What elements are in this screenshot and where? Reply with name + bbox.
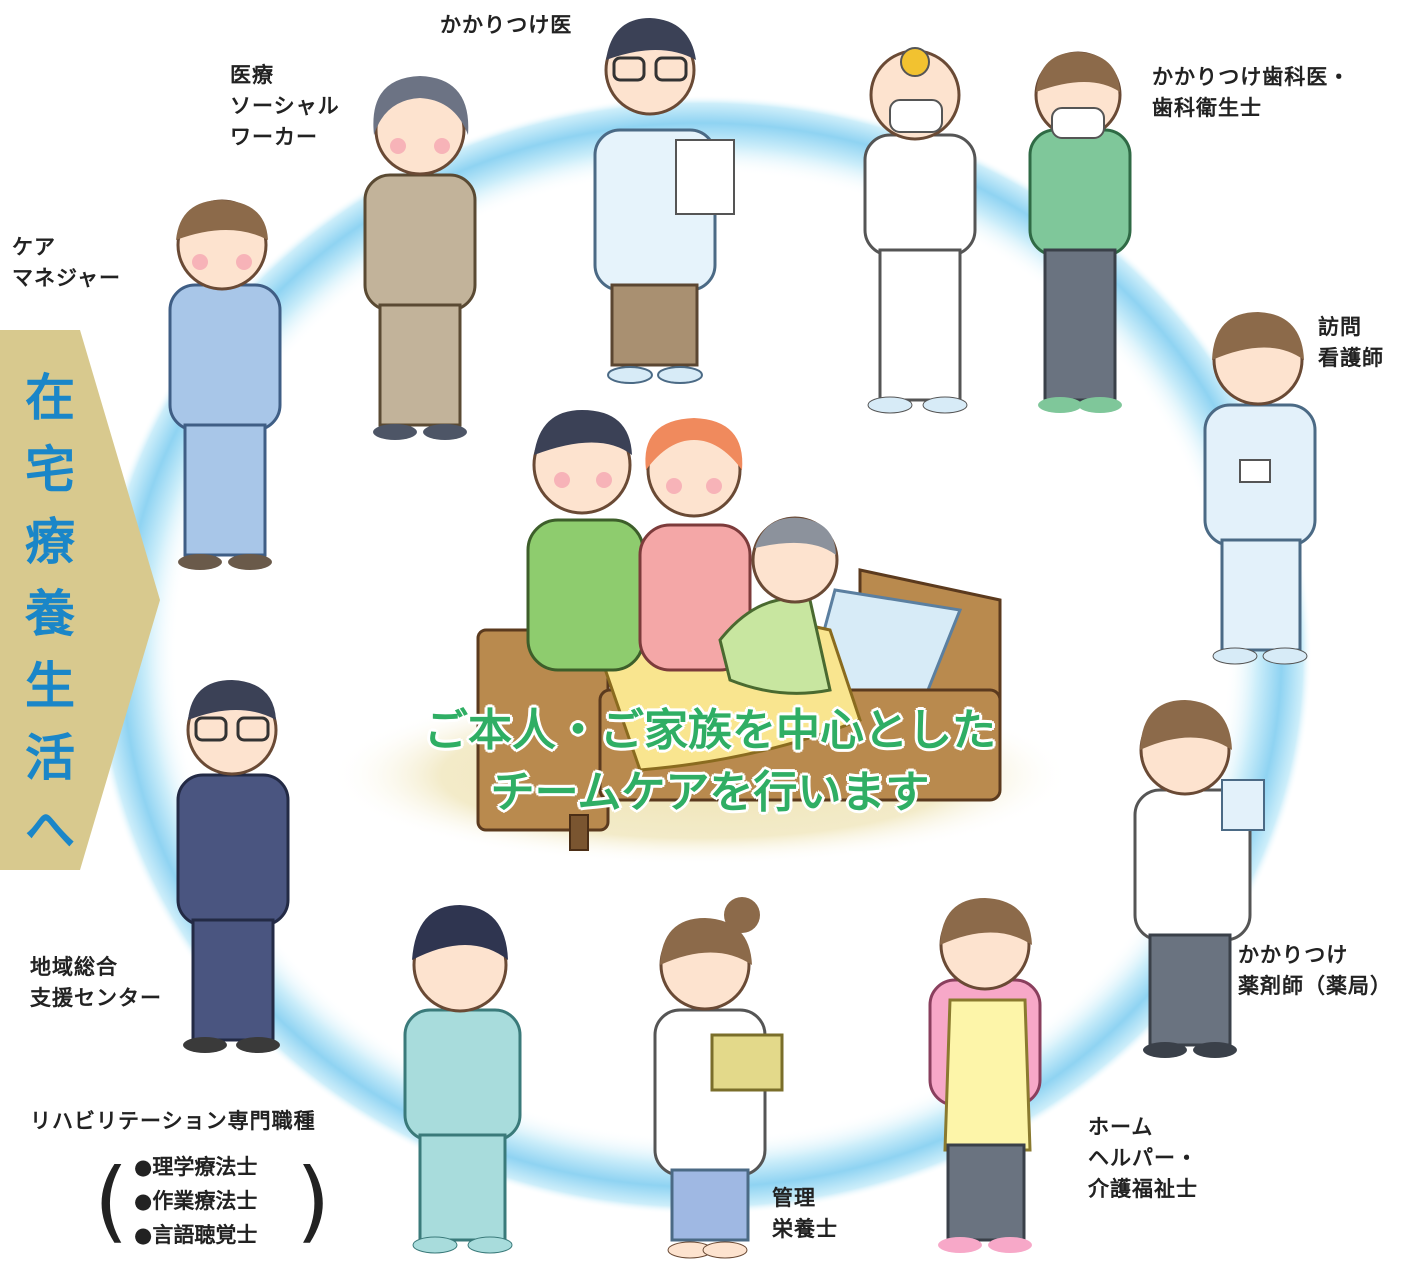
label-dentist: かかりつけ歯科医・ 歯科衛生士 (1152, 62, 1350, 124)
label-line: 医療 (230, 63, 274, 87)
label-line: 歯科衛生士 (1152, 96, 1262, 120)
banner-char: 療 (25, 513, 75, 571)
banner-char: 生 (25, 657, 75, 715)
center-message-line2: チームケアを行います (490, 767, 930, 818)
label-line: 看護師 (1318, 346, 1384, 370)
label-line: かかりつけ (1238, 943, 1349, 967)
label-line: ヘルパー・ (1088, 1146, 1198, 1170)
rehab-item: ●言語聴覚士 (134, 1223, 258, 1247)
label-dietitian: 管理 栄養士 (772, 1183, 838, 1245)
label-line: 地域総合 (30, 955, 118, 979)
banner-arrow (0, 330, 160, 870)
label-line: マネジャー (12, 266, 121, 290)
figure-dietitian (653, 897, 784, 1259)
label-line: 支援センター (30, 986, 162, 1010)
figure-dentist (863, 47, 977, 414)
label-line: ワーカー (230, 125, 318, 149)
label-line: かかりつけ歯科医・ (1152, 65, 1351, 89)
family-daughter (638, 418, 752, 672)
family-son (526, 410, 645, 672)
figure-social-worker (363, 76, 477, 440)
label-family-doctor: かかりつけ医 (440, 10, 572, 41)
label-line: 管理 (772, 1186, 816, 1210)
center-message-line1: ご本人・ご家族を中心とした (424, 705, 996, 756)
label-line: ソーシャル (230, 94, 340, 118)
patient (718, 516, 839, 695)
bed (168, 18, 1317, 1259)
right-paren: ) (296, 1149, 331, 1252)
label-line: ホーム (1088, 1115, 1154, 1139)
banner-char: 活 (25, 729, 75, 787)
figure-community-center-staff (176, 680, 290, 1053)
banner-char: 在 (25, 369, 75, 427)
rehab-item: ●理学療法士 (134, 1155, 258, 1179)
figure-dental-hygienist (1028, 51, 1132, 413)
label-line: 栄養士 (772, 1217, 838, 1241)
left-paren: ( (94, 1149, 129, 1252)
label-line: 訪問 (1318, 315, 1362, 339)
banner-char: 宅 (25, 441, 75, 499)
rehab-items: ●理学療法士 ●作業療法士 ●言語聴覚士 (134, 1150, 257, 1252)
banner-char: へ (25, 801, 75, 859)
figure-family-doctor (593, 18, 735, 384)
label-community-center: 地域総合 支援センター (30, 952, 162, 1014)
label-line: かかりつけ医 (440, 13, 573, 37)
center-message: ご本人・ご家族を中心とした チームケアを行います (330, 700, 1090, 824)
figure-visiting-nurse (1203, 312, 1317, 665)
figure-care-manager (168, 199, 282, 570)
rehab-item: ●作業療法士 (134, 1189, 258, 1213)
banner-char: 養 (25, 585, 75, 643)
figure-home-helper (928, 898, 1042, 1253)
figure-rehab-staff (403, 905, 522, 1254)
label-line: 薬剤師（薬局） (1238, 974, 1392, 998)
figure-pharmacist (1133, 700, 1265, 1058)
label-visiting-nurse: 訪問 看護師 (1318, 312, 1384, 374)
label-line: リハビリテーション専門職種 (30, 1109, 316, 1133)
rehab-list: ( ●理学療法士 ●作業療法士 ●言語聴覚士 ) (94, 1149, 330, 1260)
banner-title: 在 宅 療 養 生 活 へ (18, 362, 82, 866)
label-rehab-title: リハビリテーション専門職種 (30, 1106, 316, 1137)
label-line: ケア (12, 235, 56, 259)
label-home-helper: ホーム ヘルパー・ 介護福祉士 (1088, 1112, 1198, 1205)
label-pharmacist: かかりつけ 薬剤師（薬局） (1238, 940, 1392, 1002)
label-line: 介護福祉士 (1088, 1177, 1198, 1201)
label-care-manager: ケア マネジャー (12, 232, 121, 294)
label-social-worker: 医療 ソーシャル ワーカー (230, 60, 340, 153)
